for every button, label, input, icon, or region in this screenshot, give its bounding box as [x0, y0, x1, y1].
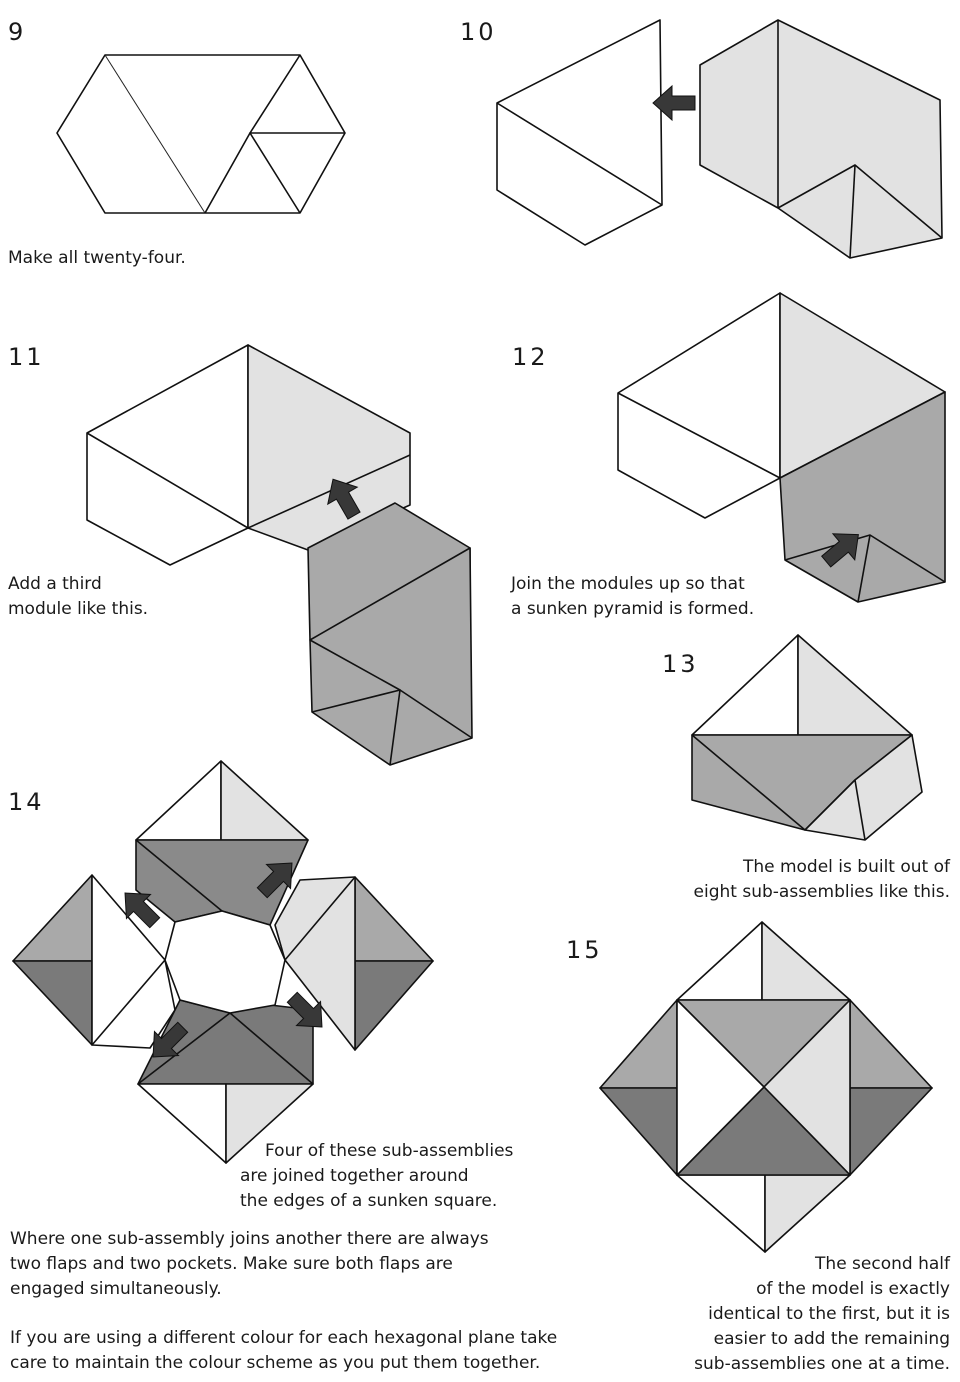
- step-9-caption: Make all twenty-four.: [8, 246, 186, 271]
- step-14-diagram: [12, 760, 434, 1164]
- step-12-caption: Join the modules up so that a sunken pyr…: [511, 572, 754, 622]
- step-9-diagram: [56, 54, 346, 214]
- note-line: engaged simultaneously.: [10, 1279, 222, 1299]
- step-10-diagram: [496, 19, 943, 259]
- step-11-caption: Add a third module like this.: [8, 572, 148, 622]
- caption-line: Four of these sub-assemblies: [265, 1141, 514, 1161]
- caption-line: sub-assemblies one at a time.: [694, 1354, 950, 1374]
- step-15-diagram: [599, 921, 933, 1253]
- step-15-caption: The second half of the model is exactly …: [694, 1252, 950, 1377]
- step-13-diagram: [691, 634, 923, 841]
- step-number: 12: [512, 343, 549, 371]
- step-12-diagram: [617, 292, 946, 603]
- step-11-diagram: [86, 344, 473, 766]
- caption-line: module like this.: [8, 599, 149, 619]
- caption-line: The model is built out of: [742, 857, 950, 877]
- caption-line: easier to add the remaining: [713, 1329, 950, 1349]
- step-number: 11: [8, 343, 45, 371]
- caption-line: eight sub-assemblies like this.: [693, 882, 950, 902]
- caption-line: the edges of a sunken square.: [240, 1191, 498, 1211]
- caption-line: a sunken pyramid is formed.: [511, 599, 755, 619]
- caption-line: Join the modules up so that: [511, 574, 745, 594]
- caption-line: Make all twenty-four.: [8, 248, 186, 268]
- step-number: 13: [662, 650, 699, 678]
- note-flaps-pockets: Where one sub-assembly joins another the…: [10, 1227, 489, 1302]
- note-line: two flaps and two pockets. Make sure bot…: [10, 1254, 453, 1274]
- caption-line: The second half: [815, 1254, 950, 1274]
- step-number: 10: [460, 18, 497, 46]
- step-number: 14: [8, 788, 45, 816]
- step-14-caption: Four of these sub-assemblies are joined …: [240, 1139, 513, 1214]
- note-line: care to maintain the colour scheme as yo…: [10, 1353, 541, 1373]
- step-number: 9: [8, 18, 27, 46]
- caption-line: of the model is exactly: [756, 1279, 950, 1299]
- caption-line: identical to the first, but it is: [708, 1304, 950, 1324]
- caption-line: Add a third: [8, 574, 102, 594]
- caption-line: are joined together around: [240, 1166, 469, 1186]
- note-colour-scheme: If you are using a different colour for …: [10, 1326, 557, 1376]
- step-13-caption: The model is built out of eight sub-asse…: [694, 855, 950, 905]
- step-number: 15: [566, 936, 603, 964]
- note-line: Where one sub-assembly joins another the…: [10, 1229, 489, 1249]
- note-line: If you are using a different colour for …: [10, 1328, 558, 1348]
